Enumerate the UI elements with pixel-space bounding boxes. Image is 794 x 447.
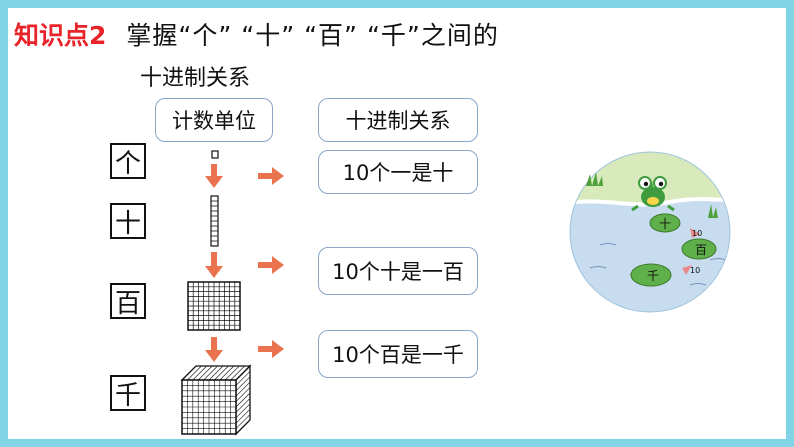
small-arrow-icon [682,228,700,275]
ten-rod-icon [210,195,219,247]
relation-header-label: 十进制关系 [345,109,451,133]
relation-box-3: 10个百是一千 [318,330,478,378]
slide-title: 掌握“个” “十” “百” “千”之间的 [126,21,499,50]
unit-thousands-box: 千 [110,375,146,411]
unit-ones-box: 个 [110,143,146,179]
down-arrow-icon [205,164,223,188]
down-arrow-icon [205,252,223,278]
unit-header-box: 计数单位 [155,98,273,142]
arrow-label-1: 10 [692,229,702,238]
relation-box-1: 10个一是十 [318,150,478,194]
arrow-label-2: 10 [690,266,700,275]
relation-text-3: 10个百是一千 [332,343,464,367]
frog-icon [631,176,675,212]
hundred-flat-icon [187,281,241,331]
relation-text-2: 10个十是一百 [332,260,464,284]
pond-illustration: 十 百 千 10 10 [569,151,731,313]
right-arrow-icon [258,167,284,185]
right-arrow-icon [258,340,284,358]
lily-pad-hundred: 百 [681,238,717,260]
down-arrow-icon [205,337,223,362]
thousand-cube-icon [180,364,252,436]
lily-pad-label-thousand: 千 [647,269,659,283]
lily-pad-label-ten: 十 [659,217,671,231]
relation-text-1: 10个一是十 [342,161,454,185]
base-ten-blocks [180,150,284,436]
right-arrow-icon [258,256,284,274]
unit-hundreds-box: 百 [110,283,146,319]
relation-header-box: 十进制关系 [318,98,478,142]
knowledge-point-label: 知识点2 [14,21,107,50]
lily-pad-label-hundred: 百 [695,243,707,257]
lily-pad-ten: 十 [649,213,681,233]
unit-header-label: 计数单位 [172,109,256,133]
relation-box-2: 10个十是一百 [318,247,478,295]
title-row: 知识点2 掌握“个” “十” “百” “千”之间的 [14,14,499,54]
slide-subtitle: 十进制关系 [140,66,251,91]
unit-cube-icon [211,150,219,159]
unit-tens-box: 十 [110,203,146,239]
lily-pad-thousand: 千 [630,263,672,287]
